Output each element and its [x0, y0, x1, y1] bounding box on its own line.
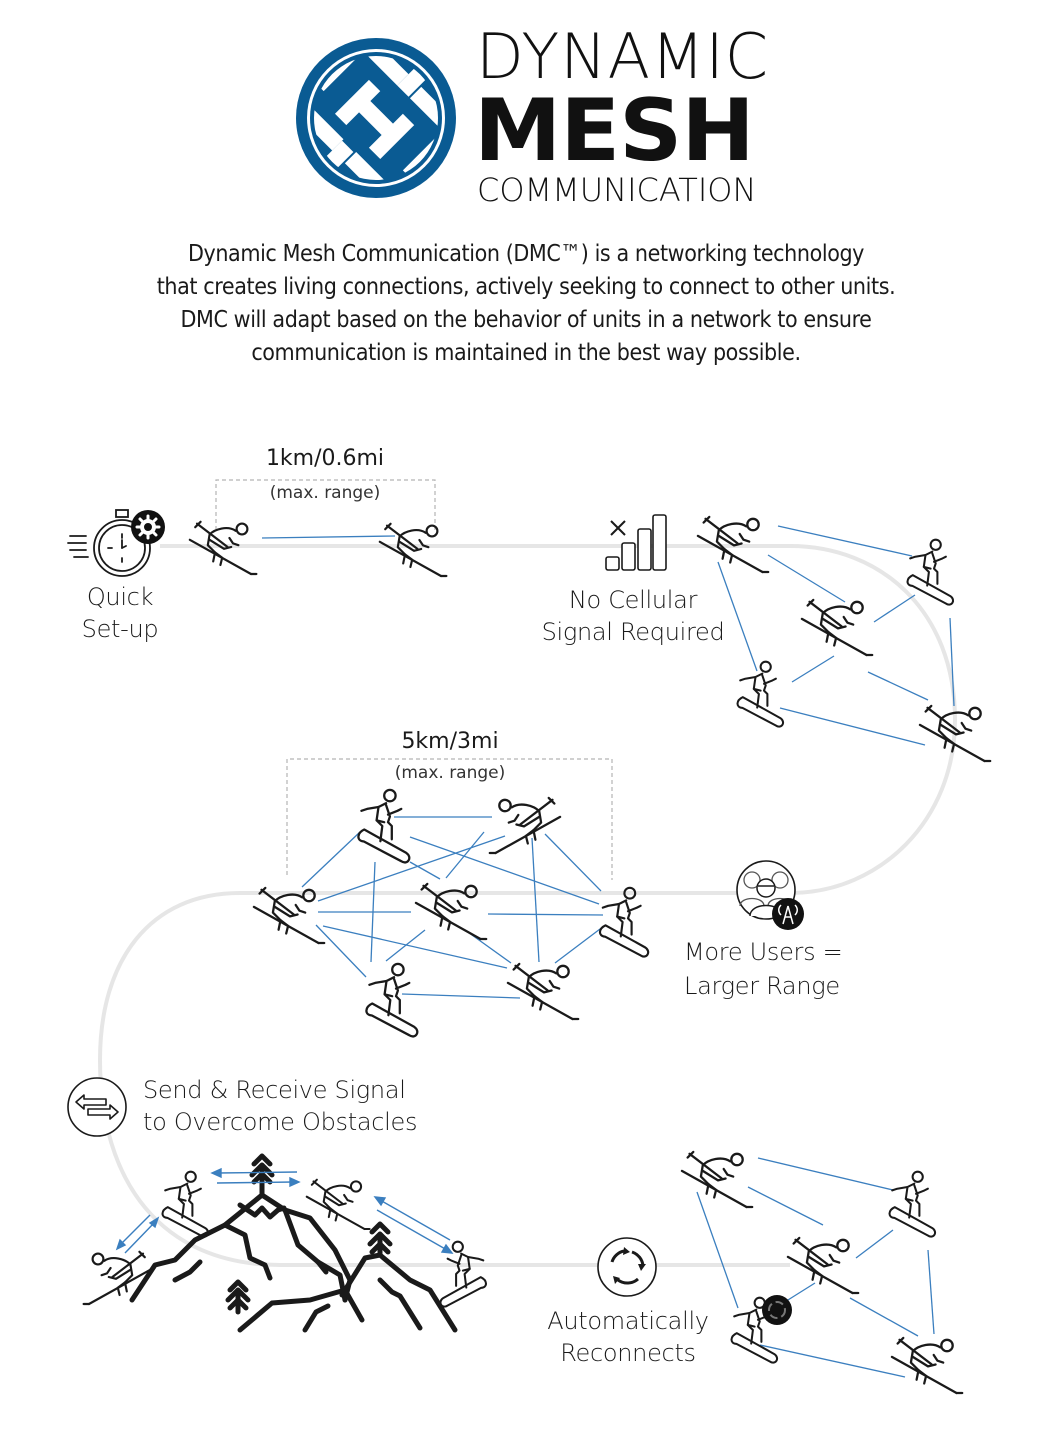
logo-text-mesh: MESH: [474, 81, 755, 181]
skier-figure: [786, 1236, 860, 1295]
mesh-link-line: [779, 707, 926, 746]
feature-label-line: Signal Required: [541, 618, 725, 646]
mesh-link-line: [767, 554, 846, 603]
skier-figure: [680, 1150, 754, 1209]
mesh-link-line: [759, 1344, 906, 1378]
logo-text-dynamic: DYNAMIC: [476, 20, 770, 93]
feature-label-no-cellular: No Cellular Signal Required: [522, 584, 744, 648]
intro-line: DMC will adapt based on the behavior of …: [180, 307, 872, 333]
feature-label-reconnects: Automatically Reconnects: [528, 1305, 728, 1369]
mesh-link-line: [409, 861, 441, 880]
intro-paragraph: Dynamic Mesh Communication (DMC™) is a n…: [60, 238, 992, 370]
mesh-link-line: [717, 561, 758, 672]
intro-line: Dynamic Mesh Communication (DMC™) is a n…: [187, 241, 865, 267]
mesh-link-line: [849, 1297, 919, 1337]
feature-label-line: Automatically: [547, 1307, 709, 1335]
users-antenna-icon: [736, 860, 804, 930]
snowboarder-figure: [354, 788, 415, 864]
feature-label-line: More Users =: [684, 938, 843, 966]
mesh-link-line: [927, 1249, 935, 1335]
signal-arrows: [115, 1167, 454, 1254]
range-box-5km: [286, 758, 613, 880]
no-signal-bars-icon: [605, 514, 667, 571]
skier-figure: [506, 962, 580, 1021]
feature-label-line: to Overcome Obstacles: [143, 1108, 418, 1136]
logo-text-communication: COMMUNICATION: [477, 171, 757, 209]
skier-figure: [890, 1336, 964, 1395]
feature-label-line: Quick: [86, 583, 154, 611]
mesh-link-line: [301, 831, 361, 888]
skier-figure: [800, 598, 874, 657]
mesh-link-line: [315, 924, 367, 978]
intro-line: that creates living connections, activel…: [156, 274, 896, 300]
feature-label-send-receive: Send & Receive Signal to Overcome Obstac…: [143, 1074, 417, 1138]
mesh-link-line: [322, 925, 508, 969]
mesh-link-line: [385, 929, 426, 962]
mesh-link-line: [873, 594, 916, 623]
stopwatch-gear-icon: [67, 509, 165, 577]
feature-label-line: Larger Range: [684, 972, 840, 1000]
mesh-link-line: [445, 831, 485, 879]
snowboarder-figure: [885, 1170, 940, 1238]
feature-label-quick-setup: Quick Set-up: [40, 581, 200, 645]
snowboarder-figure: [362, 962, 423, 1038]
range-box-1km: [215, 479, 436, 530]
range-note-1km: (max. range): [269, 483, 381, 503]
skier-figure: [488, 796, 562, 855]
mesh-link-line: [554, 925, 605, 964]
mesh-link-line: [487, 913, 604, 916]
skier-figure: [305, 1178, 371, 1231]
feature-label-more-users: More Users = Larger Range: [684, 935, 843, 1003]
feature-label-line: Set-up: [81, 615, 159, 643]
mesh-link-line: [949, 617, 955, 707]
reconnect-badge-icon: [762, 1295, 792, 1325]
mesh-link-line: [791, 655, 835, 683]
skier-figure: [82, 1250, 152, 1306]
snowboarder-figure: [595, 886, 654, 958]
mesh-link-line: [531, 837, 540, 963]
mountain-illustration: [129, 1153, 458, 1333]
mesh-link-line: [409, 836, 600, 905]
bidirectional-arrows-icon: [67, 1077, 127, 1137]
mesh-link-line: [317, 835, 506, 902]
mesh-link-line: [747, 1186, 824, 1226]
mesh-link-line: [544, 833, 602, 892]
logo-mark: [296, 38, 456, 198]
snowboarder-figure: [733, 660, 788, 728]
reconnect-cycle-icon: [597, 1237, 657, 1297]
skier-figure: [252, 886, 326, 945]
mesh-link-line: [261, 535, 396, 539]
mesh-link-line: [867, 671, 929, 701]
mesh-link-line: [757, 1157, 894, 1191]
mesh-link-line: [777, 525, 913, 557]
feature-label-line: No Cellular: [568, 586, 698, 614]
feature-label-line: Reconnects: [560, 1339, 696, 1367]
mesh-link-line: [696, 1191, 739, 1309]
mesh-link-line: [401, 993, 521, 999]
mesh-link-line: [855, 1229, 894, 1259]
skier-figure: [378, 522, 448, 578]
intro-line: communication is maintained in the best …: [251, 340, 801, 366]
route-track: [97, 544, 958, 1267]
range-distance-1km: 1km/0.6mi: [265, 446, 385, 471]
range-distance-5km: 5km/3mi: [401, 729, 499, 754]
range-note-5km: (max. range): [394, 763, 506, 783]
feature-label-line: Send & Receive Signal: [143, 1076, 406, 1104]
